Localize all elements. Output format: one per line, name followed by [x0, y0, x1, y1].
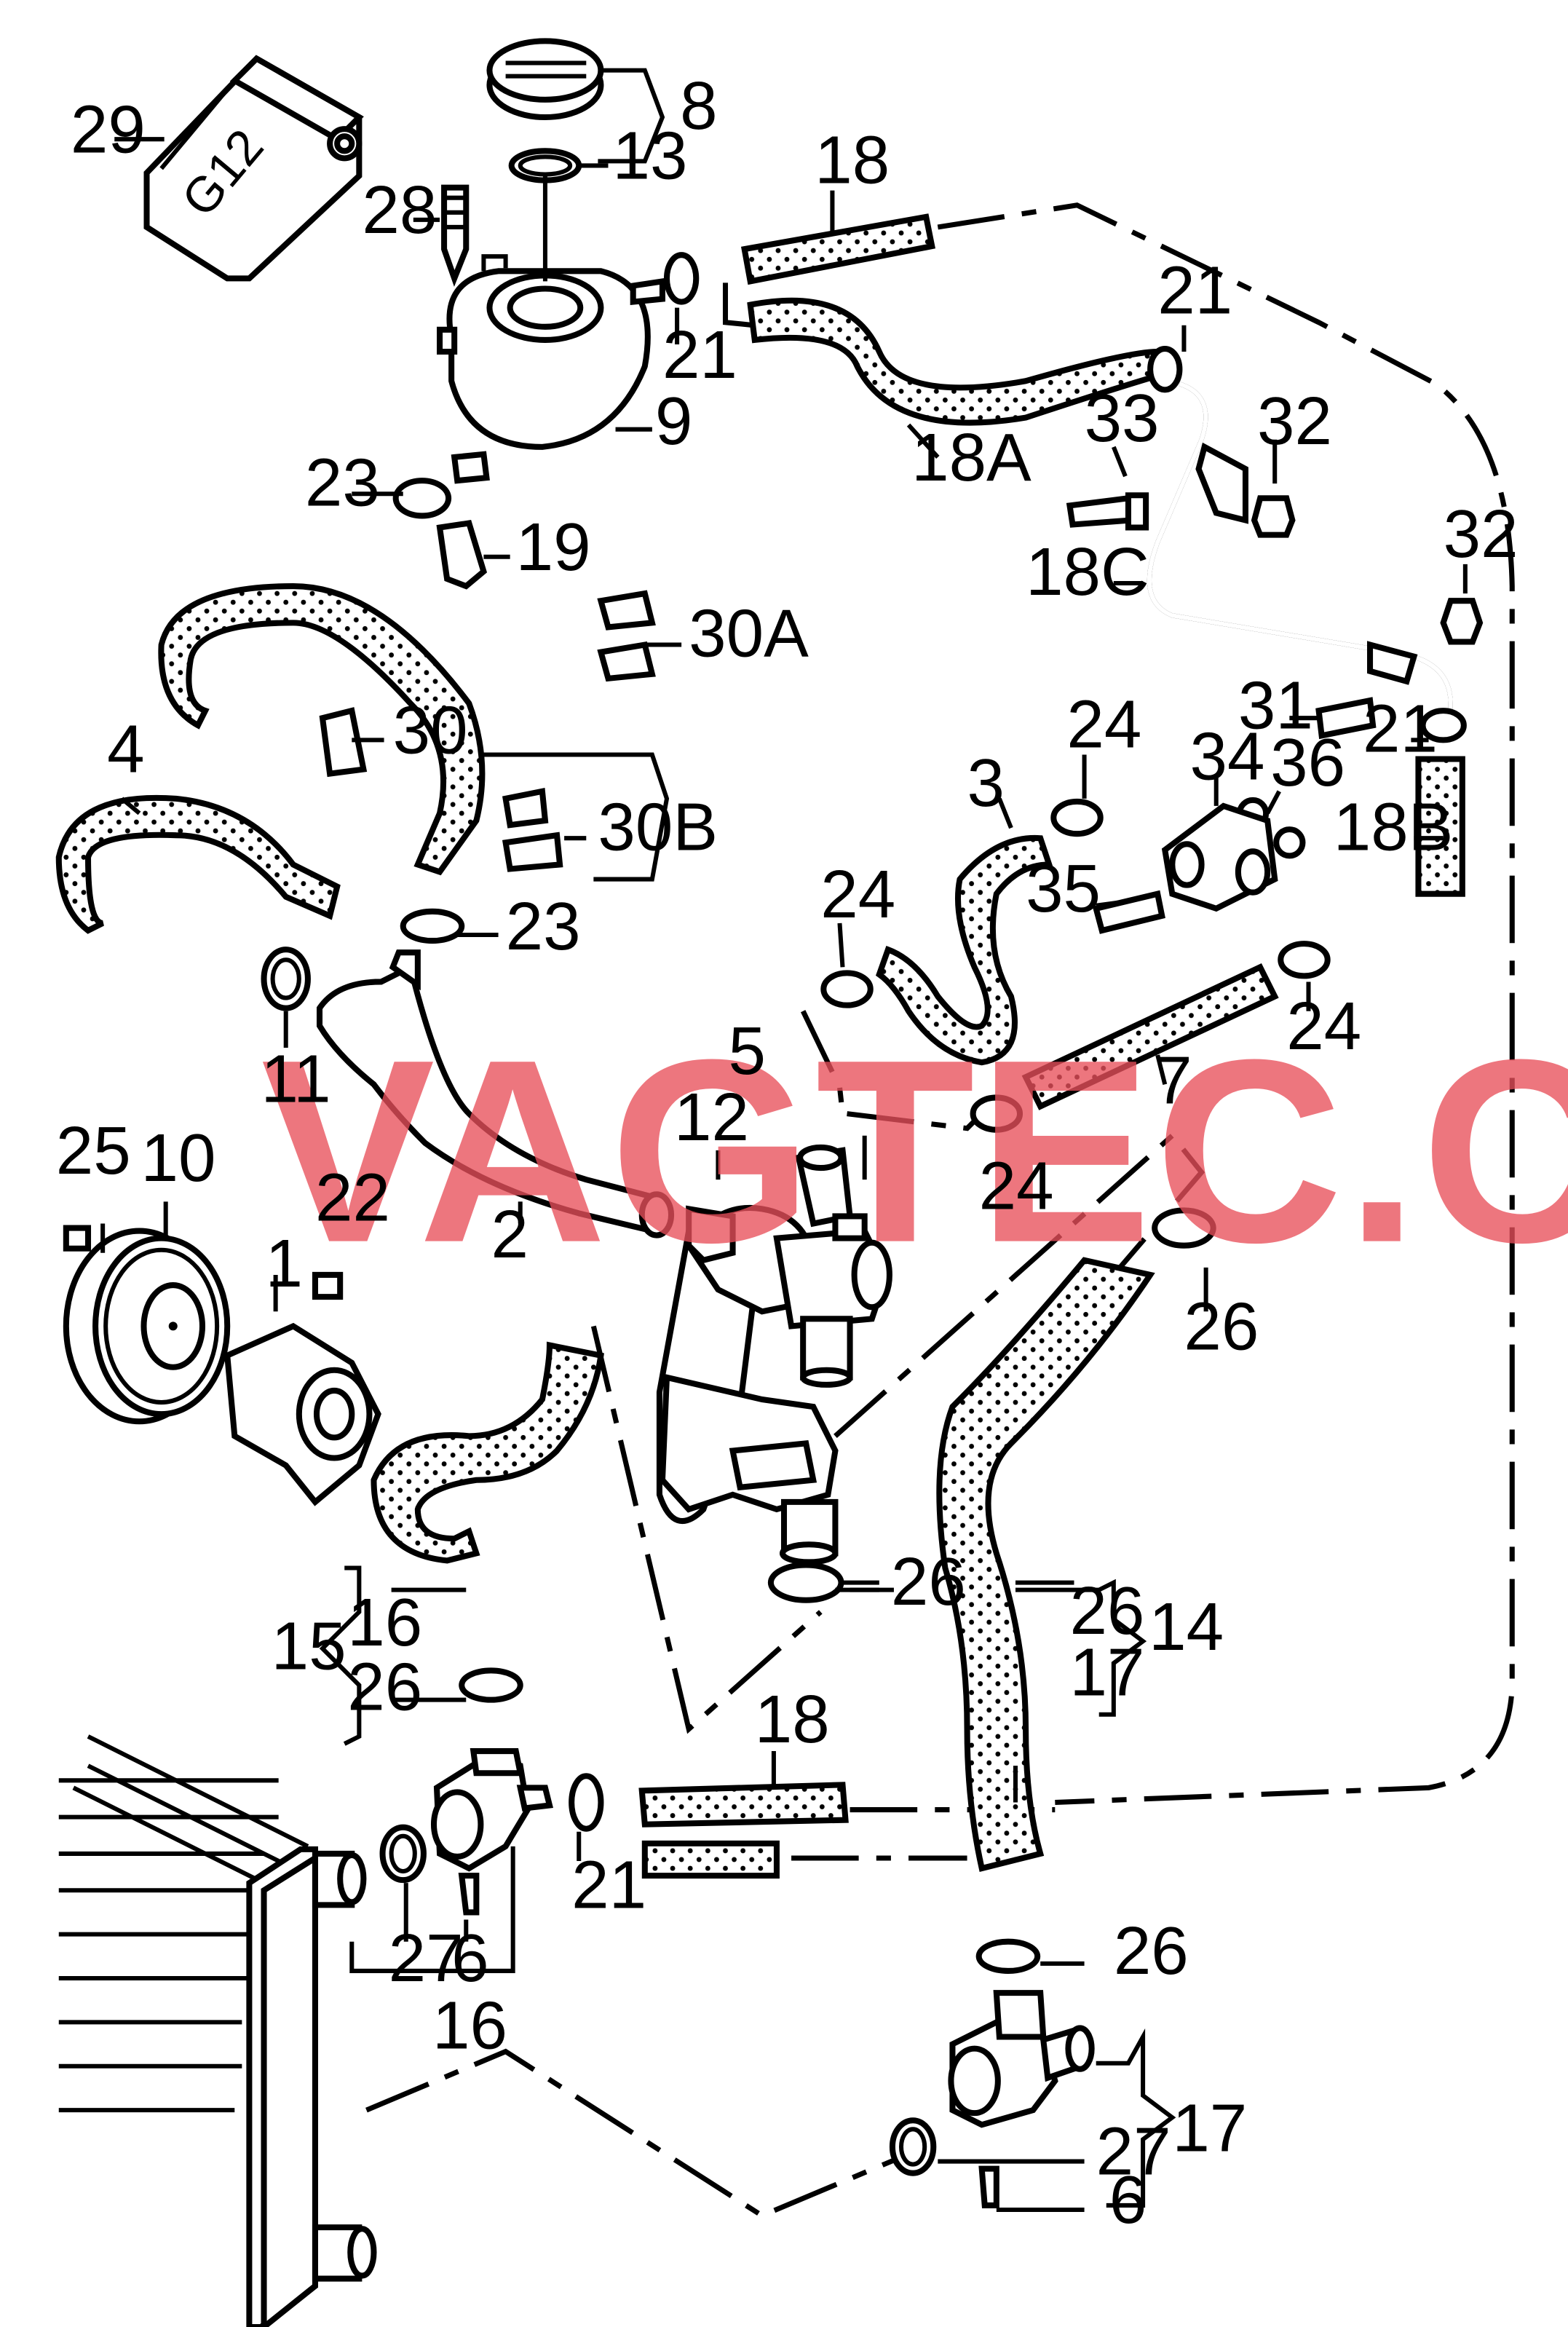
control-valve [1066, 492, 1484, 934]
o-rings [261, 797, 1306, 2176]
label-27-left: 27 [389, 1920, 464, 1996]
label-26-lower: 26 [1114, 1913, 1189, 1988]
label-10: 10 [140, 1120, 215, 1196]
label-7: 7 [1155, 1042, 1192, 1118]
label-28: 28 [362, 172, 437, 248]
label-26-upper: 26 [1184, 1289, 1259, 1364]
label-22: 22 [315, 1159, 390, 1235]
label-26-left: 26 [347, 1649, 422, 1725]
expansion-tank [436, 38, 665, 590]
label-13: 13 [613, 118, 688, 194]
label-2: 2 [491, 1196, 528, 1272]
label-17-upper: 17 [1069, 1635, 1144, 1710]
label-12: 12 [674, 1079, 749, 1155]
label-17-lower: 17 [1172, 2090, 1247, 2165]
metal-pipe [1147, 382, 1453, 726]
label-21-tank: 21 [662, 317, 737, 392]
label-32-upper: 32 [1257, 383, 1332, 459]
label-30: 30 [393, 692, 468, 767]
label-33: 33 [1085, 380, 1160, 456]
label-23-upper: 23 [305, 444, 380, 520]
label-26-right: 26 [1069, 1573, 1144, 1648]
label-19: 19 [516, 509, 591, 585]
label-5: 5 [729, 1013, 766, 1089]
watermark: VAGTEC.COM.UA [261, 1006, 1568, 1297]
coolant-pipe [316, 949, 675, 1238]
label-18B: 18B [1334, 789, 1454, 864]
label-18A: 18A [911, 419, 1032, 495]
coolant-flange-housing [656, 1144, 892, 1565]
label-29: 29 [71, 91, 146, 167]
label-18-top: 18 [815, 122, 890, 198]
label-11: 11 [261, 1040, 331, 1116]
radiator [58, 1734, 377, 2327]
label-9: 9 [655, 383, 692, 459]
label-25: 25 [56, 1113, 131, 1188]
label-31: 31 [1238, 667, 1313, 743]
hose-clamps [319, 252, 1467, 1974]
hoses [55, 213, 1465, 1879]
label-24-right: 24 [1286, 988, 1361, 1064]
label-30A: 30A [689, 596, 809, 671]
label-14: 14 [1149, 1589, 1224, 1664]
label-32-lower: 32 [1444, 496, 1518, 572]
label-1: 1 [266, 1225, 303, 1301]
label-18C: 18C [1026, 534, 1149, 609]
label-36: 36 [1270, 724, 1345, 800]
label-8: 8 [680, 68, 717, 143]
label-26-flange: 26 [891, 1544, 966, 1619]
label-24-middle: 24 [979, 1147, 1054, 1223]
label-3: 3 [967, 745, 1005, 821]
label-6-right: 6 [1109, 2162, 1147, 2237]
label-6-left: 6 [451, 1920, 488, 1996]
water-pump-assembly [63, 1225, 381, 1506]
label-34: 34 [1189, 719, 1264, 794]
label-18-bottom: 18 [755, 1681, 830, 1757]
label-35: 35 [1026, 850, 1101, 926]
label-16-lower: 16 [432, 1988, 507, 2063]
label-21-right: 21 [1363, 690, 1438, 766]
label-21-bottom: 21 [571, 1846, 646, 1922]
part-labels: 29 28 8 13 18 21 9 21 18A 33 32 32 18C 2… [56, 68, 1518, 2237]
leader-lines [100, 68, 1468, 2213]
label-4: 4 [107, 711, 144, 787]
label-16-upper: 16 [347, 1584, 422, 1660]
label-24-left: 24 [820, 856, 895, 932]
label-24-top: 24 [1066, 686, 1141, 762]
connection-pieces [430, 1748, 1095, 2208]
label-21-upper: 21 [1157, 253, 1232, 328]
coolant-canister: G12 [143, 55, 364, 282]
label-15: 15 [272, 1608, 347, 1683]
label-23-lower: 23 [506, 888, 581, 964]
label-27-right: 27 [1096, 2114, 1171, 2189]
label-30B: 30B [598, 789, 718, 864]
